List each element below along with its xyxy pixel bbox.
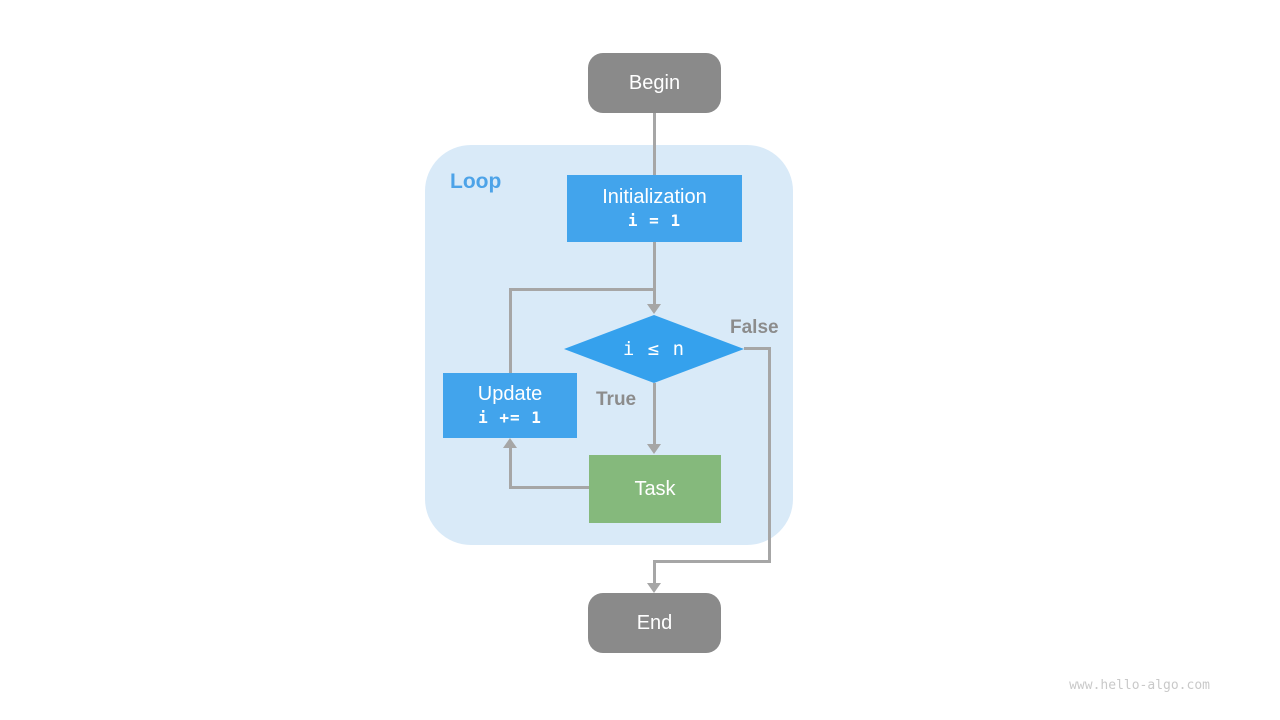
arrowhead-into-end-icon [647, 583, 661, 593]
false-branch-label: False [730, 317, 779, 338]
edge-condition-to-task [653, 383, 656, 446]
initialization-node-label: Initialization [602, 186, 707, 209]
initialization-node-code: i = 1 [627, 211, 682, 231]
edge-false-into-end [653, 560, 656, 585]
edge-initialization-to-condition [653, 242, 656, 306]
update-node: Update i += 1 [443, 373, 577, 438]
end-node-label: End [636, 612, 673, 634]
condition-node-label: i ≤ n [622, 338, 686, 360]
arrowhead-into-condition-icon [647, 304, 661, 314]
edge-task-to-update-horizontal [509, 486, 590, 489]
loop-group-label: Loop [450, 170, 502, 193]
update-node-label: Update [477, 383, 543, 406]
edge-false-horizontal [653, 560, 771, 563]
begin-node: Begin [588, 53, 721, 113]
edge-update-loopback-horizontal [509, 288, 656, 291]
edge-false-out-of-condition [744, 347, 771, 350]
arrowhead-into-update-icon [503, 438, 517, 448]
initialization-node: Initialization i = 1 [567, 175, 742, 242]
end-node: End [588, 593, 721, 653]
edge-task-to-update-vertical [509, 447, 512, 489]
task-node: Task [589, 455, 721, 523]
edge-begin-to-initialization [653, 110, 656, 176]
arrowhead-into-task-icon [647, 444, 661, 454]
edge-false-vertical [768, 347, 771, 563]
true-branch-label: True [596, 389, 637, 410]
begin-node-label: Begin [628, 72, 681, 94]
site-watermark: www.hello-algo.com [1069, 678, 1210, 693]
task-node-label: Task [634, 478, 676, 500]
update-node-code: i += 1 [478, 408, 542, 428]
edge-update-loopback-vertical [509, 288, 512, 374]
